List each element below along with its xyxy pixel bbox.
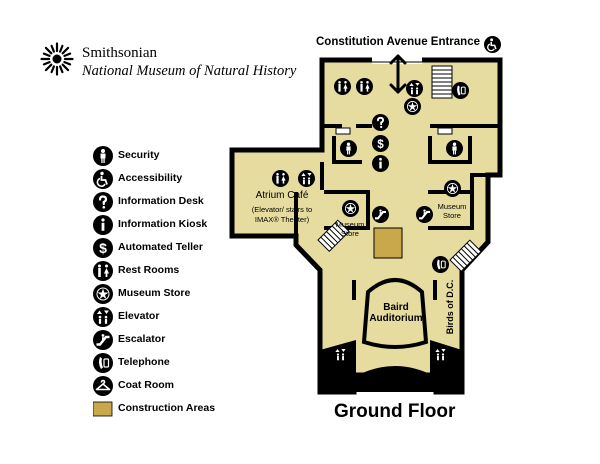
entrance-arrow-icon (389, 54, 407, 94)
legend-label: Security (118, 149, 160, 161)
floor-title: Ground Floor (334, 401, 456, 422)
legend-label: Automated Teller (118, 241, 203, 253)
restroom-icon (93, 261, 113, 281)
information-desk-icon (372, 114, 389, 131)
museum-name-block: Smithsonian National Museum of Natural H… (82, 44, 296, 80)
elevator-icon (298, 170, 315, 187)
museum-store-icon (404, 98, 421, 115)
legend-label: Coat Room (118, 379, 174, 391)
entrance-label: Constitution Avenue Entrance (316, 36, 480, 48)
elevator-icon (93, 307, 113, 327)
coat-room-icon (93, 376, 113, 396)
construction-area (373, 227, 403, 259)
elevator-icon (432, 346, 449, 363)
birds-of-dc-label: Birds of D.C. (445, 279, 455, 335)
store-right-line-1: Museum (437, 202, 467, 211)
svg-text:$: $ (377, 137, 384, 151)
legend-label: Information Kiosk (118, 218, 208, 230)
atrium-cafe-label: Atrium Café (Elevator/ stairs to IMAX® T… (240, 190, 324, 224)
atrium-cafe-note-1: (Elevator/ stairs to (251, 205, 313, 214)
telephone-icon (93, 353, 113, 373)
stairs-right (449, 239, 482, 273)
elevator-icon (332, 346, 349, 363)
escalator-icon (416, 206, 433, 223)
construction-area-swatch (93, 401, 113, 417)
museum-store-icon (93, 284, 113, 304)
baird-auditorium-label: Baird Auditorium (362, 302, 430, 324)
stairs-top-right (431, 65, 453, 99)
escalator-icon (93, 330, 113, 350)
legend-label: Accessibility (118, 172, 183, 184)
restroom-icon (272, 170, 289, 187)
store-right-line-2: Store (443, 211, 461, 220)
stairs-left (317, 219, 350, 253)
legend-label: Rest Rooms (118, 264, 180, 276)
legend-label: Elevator (118, 310, 160, 322)
store-left-line-2: Store (341, 229, 359, 238)
auditorium-line-1: Baird (383, 302, 409, 313)
auditorium-line-2: Auditorium (369, 313, 423, 324)
legend-label: Information Desk (118, 195, 204, 207)
museum-store-icon (342, 200, 359, 217)
atm-icon: $ (93, 238, 113, 258)
restroom-icon (356, 78, 373, 95)
museum-store-icon (444, 180, 461, 197)
legend-label: Escalator (118, 333, 166, 345)
atm-icon: $ (372, 135, 389, 152)
telephone-icon (432, 256, 449, 273)
museum-store-left-label: Museum Store (330, 220, 370, 238)
restroom-icon (334, 78, 351, 95)
atrium-cafe-note-2: IMAX® Theater) (254, 215, 310, 224)
museum-store-right-label: Museum Store (432, 202, 472, 220)
accessibility-icon (93, 169, 113, 189)
legend-label: Construction Areas (118, 402, 216, 414)
entrance-accessibility-icon (484, 36, 501, 53)
information-kiosk-icon (93, 215, 113, 235)
information-desk-icon (93, 192, 113, 212)
counters (335, 127, 453, 135)
security-icon (93, 146, 113, 166)
legend-label: Telephone (118, 356, 170, 368)
atrium-cafe-name: Atrium Café (255, 190, 309, 201)
svg-text:$: $ (99, 240, 107, 256)
security-icon (340, 140, 357, 157)
legend-label: Museum Store (118, 287, 191, 299)
telephone-icon (452, 82, 469, 99)
smithsonian-sunburst-icon (40, 42, 74, 76)
store-left-line-1: Museum (335, 220, 365, 229)
escalator-icon (372, 206, 389, 223)
security-icon (446, 140, 463, 157)
museum-name: National Museum of Natural History (82, 63, 297, 79)
elevator-icon (406, 80, 423, 97)
org-name: Smithsonian (82, 45, 158, 61)
interior-walls (294, 124, 500, 349)
information-kiosk-icon (372, 155, 389, 172)
